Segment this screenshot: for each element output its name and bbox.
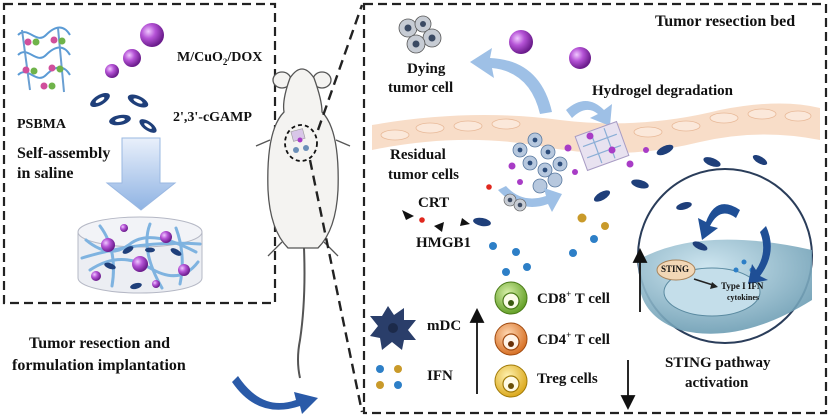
cd8-superscript: + — [566, 289, 572, 299]
crt-red-dots — [419, 184, 492, 223]
hydrogel-degradation-label: Hydrogel degradation — [592, 83, 733, 99]
cd8-label: CD8+ T cell — [537, 289, 610, 308]
cd4-prefix: CD4 — [537, 332, 567, 348]
mouse-tumor-site — [284, 124, 318, 162]
residual-label-2: tumor cells — [388, 167, 459, 183]
treg-label: Treg cells — [537, 371, 598, 387]
tumor-bed-title: Tumor resection bed — [655, 13, 796, 30]
crt-label: CRT — [418, 195, 450, 211]
psbma-polymer-icon — [17, 26, 71, 93]
mdc-up-arrow — [469, 307, 485, 394]
nanoparticle-label: M/CuO2/DOX — [177, 50, 263, 67]
residual-label-1: Residual — [390, 147, 446, 163]
mouse-icon — [255, 68, 351, 379]
cd4-label: CD4+ T cell — [537, 330, 610, 349]
type-ifn-label-1: Type I IFN — [721, 281, 764, 291]
hmgb1-triangle-icons — [402, 210, 470, 232]
resection-label-2: formulation implantation — [12, 357, 186, 374]
cd4-superscript: + — [566, 330, 572, 340]
ifn-gold-dots — [577, 213, 609, 230]
released-particle-1 — [509, 30, 533, 54]
hydrogel-cylinder-icon — [77, 216, 203, 294]
hydrogel-fragment-icon — [574, 120, 630, 172]
zoom-line-bottom — [308, 159, 364, 413]
self-assembly-label-2: in saline — [17, 165, 74, 182]
treg-down-arrow — [620, 360, 636, 411]
sting-pathway-label-1: STING pathway — [665, 355, 771, 371]
tissue-layer — [372, 103, 820, 154]
mouse-tumor-cells — [290, 128, 309, 153]
dying-cell-label-1: Dying — [407, 61, 446, 77]
dying-tumor-cell-icon — [398, 15, 442, 54]
purple-drug-dots — [508, 144, 649, 185]
sting-pathway-label-2: activation — [685, 375, 749, 391]
dying-cell-small-icon — [503, 193, 527, 212]
dying-cell-label-2: tumor cell — [388, 80, 454, 96]
treg-cell-icon — [494, 364, 528, 398]
cgamp-label: 2',3'-cGAMP — [173, 110, 252, 125]
zoom-line-top — [316, 4, 364, 131]
nanoparticle-icons — [105, 23, 164, 78]
ifn-legend-dots — [376, 365, 402, 389]
nanoparticle-suffix: /DOX — [227, 50, 263, 65]
assembly-arrow — [105, 137, 177, 211]
degradation-arrow — [566, 101, 612, 126]
sting-up-arrow — [632, 247, 648, 312]
cd4-suffix: T cell — [571, 332, 610, 348]
nanoparticle-name: M/CuO — [177, 50, 223, 65]
right-panel-border — [362, 2, 828, 415]
released-particle-2 — [569, 47, 591, 69]
hmgb1-label: HMGB1 — [416, 235, 471, 251]
type-ifn-label-2: cytokines — [727, 293, 759, 302]
implantation-arrow — [232, 376, 318, 414]
psbma-label: PSBMA — [17, 117, 66, 132]
dying-cell-arrow — [470, 48, 552, 114]
psbma-beads-icon — [22, 36, 66, 90]
sting-cell-icon — [637, 168, 813, 344]
cd8-suffix: T cell — [571, 291, 610, 307]
cd4-t-cell-icon — [494, 322, 528, 356]
mdc-label: mDC — [427, 318, 462, 334]
residual-arrow — [498, 186, 562, 212]
cgamp-icons — [90, 93, 157, 133]
mdc-cell-icon — [370, 306, 416, 350]
cd8-t-cell-icon — [494, 281, 528, 315]
sting-label: STING — [661, 264, 690, 274]
self-assembly-label-1: Self-assembly — [17, 145, 111, 162]
ifn-label: IFN — [427, 368, 453, 384]
nanoparticle-subscript: 2 — [222, 56, 228, 67]
resection-label-1: Tumor resection and — [29, 335, 171, 352]
residual-cell-nuclei — [517, 137, 563, 173]
cd8-prefix: CD8 — [537, 291, 567, 307]
